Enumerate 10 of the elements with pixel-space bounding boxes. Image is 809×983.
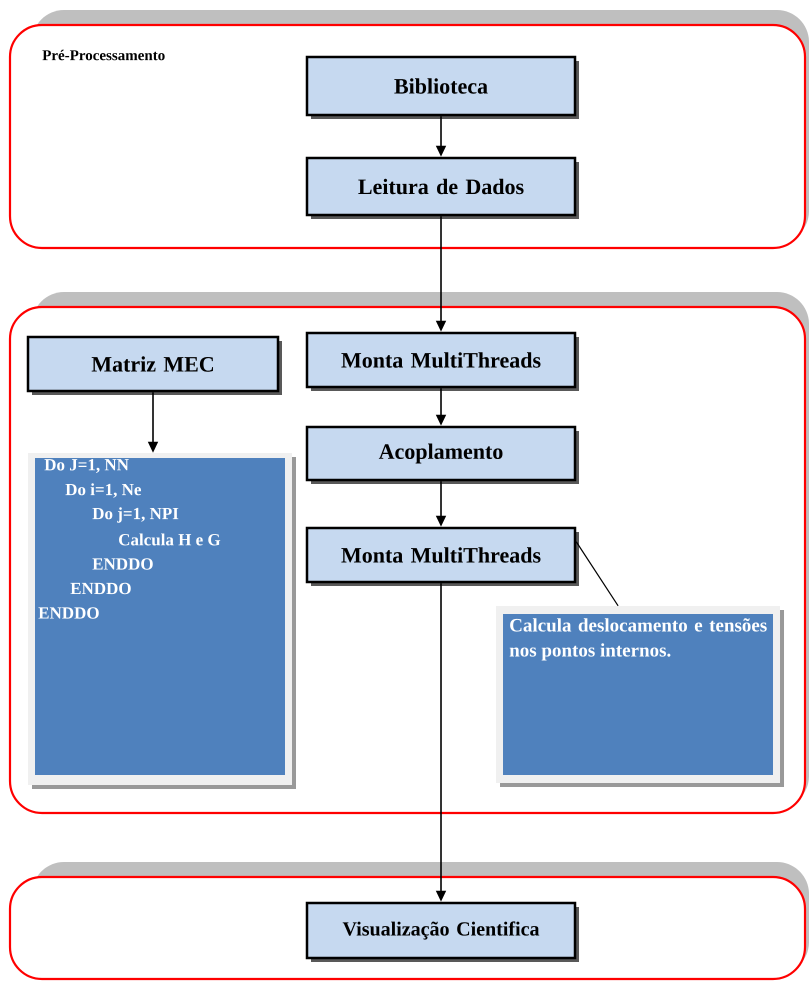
leader-line (576, 541, 619, 606)
note-box: Calcula deslocamento e tensões nos pontos internos. (496, 606, 784, 787)
process-box: Monta MultiThreads (306, 332, 579, 391)
process-box: Leitura de Dados (306, 156, 579, 219)
code-box: Do J=1, NN Do i=1, Ne Do j=1, NPI Calcula H e G ENDDO ENDDO ENDDO (28, 453, 296, 789)
process-box: Acoplamento (306, 426, 579, 484)
process-box: Monta MultiThreads (306, 526, 579, 586)
process-box: Biblioteca (306, 56, 579, 119)
process-box: Visualização Cientifica (306, 902, 579, 962)
process-box: Matriz MEC (26, 336, 282, 395)
